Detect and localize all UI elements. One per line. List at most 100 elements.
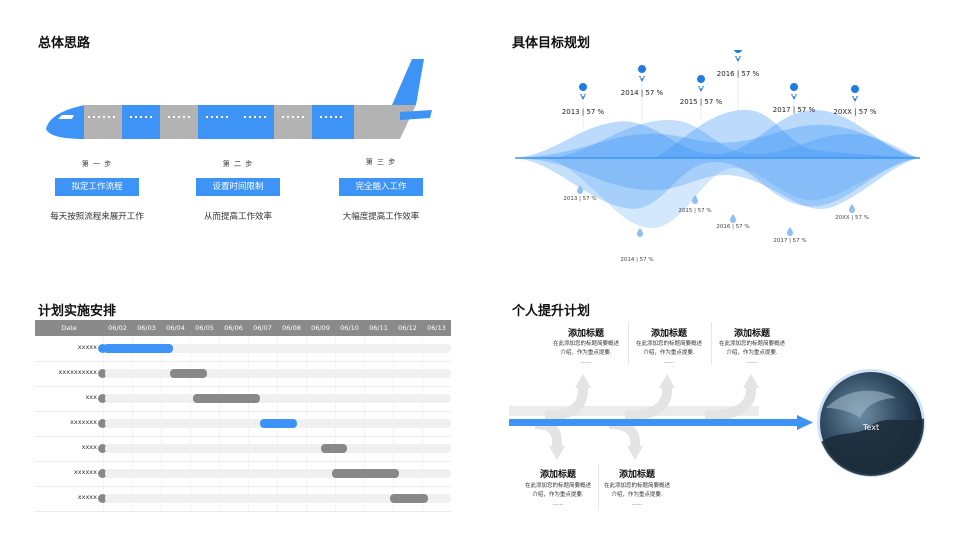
gantt-date-header: 06/13 bbox=[427, 324, 446, 332]
top-label-2014: 2014 | 57 % bbox=[620, 89, 664, 97]
desc-line: 在此添加您的标题简要概述 bbox=[718, 341, 785, 347]
gantt-row-label: xxx bbox=[85, 393, 97, 401]
top-label-2015: 2015 | 57 % bbox=[679, 98, 723, 106]
top-label-20xx: 20XX | 57 % bbox=[833, 108, 877, 116]
gantt-date-header: 06/12 bbox=[398, 324, 417, 332]
gantt-row-label: xxxxxx bbox=[73, 468, 97, 476]
desc-dots: …… bbox=[580, 359, 592, 365]
top-item-3-title: 添加标题 bbox=[733, 329, 770, 339]
desc-dots: …… bbox=[631, 501, 643, 507]
gantt-bar[interactable] bbox=[169, 368, 208, 378]
gantt-date-header: 06/07 bbox=[253, 324, 272, 332]
separator bbox=[598, 464, 599, 510]
gantt-bar[interactable] bbox=[259, 418, 298, 428]
step-1-button[interactable]: 拟定工作流程 bbox=[55, 178, 139, 196]
gantt-row-dot bbox=[98, 443, 107, 453]
step-2-desc: 从而提高工作效率 bbox=[203, 212, 272, 222]
gantt-date-header: 06/02 bbox=[108, 324, 127, 332]
top-label-2013: 2013 | 57 % bbox=[561, 108, 605, 116]
top-item-2-title: 添加标题 bbox=[650, 329, 687, 339]
ocean-wave-image bbox=[817, 369, 925, 477]
desc-dots: …… bbox=[552, 501, 564, 507]
gantt-row-divider bbox=[35, 461, 451, 462]
top-item-1-title: 添加标题 bbox=[567, 329, 604, 339]
gantt-row-divider bbox=[35, 436, 451, 437]
bottom-label-2016: 2016 | 57 % bbox=[716, 224, 750, 230]
gantt-row-label: xxxxx bbox=[77, 493, 97, 501]
gantt-date-header: 06/08 bbox=[282, 324, 301, 332]
gantt-bar[interactable] bbox=[192, 393, 260, 403]
gantt-bar[interactable] bbox=[103, 343, 173, 353]
gantt-bar[interactable] bbox=[320, 443, 347, 453]
desc-line: 介绍，作为重点提要. bbox=[532, 492, 584, 498]
arrow-head-icon bbox=[797, 415, 813, 430]
desc-line: 在此添加您的标题简要概述 bbox=[552, 341, 619, 347]
gantt-row-divider bbox=[35, 486, 451, 487]
goals-wave-chart bbox=[515, 50, 920, 237]
desc-line: 在此添加您的标题简要概述 bbox=[603, 483, 670, 489]
bottom-label-2017: 2017 | 57 % bbox=[773, 238, 807, 244]
desc-line: 介绍，作为重点提要. bbox=[643, 350, 695, 356]
gantt-header-date: Date bbox=[61, 324, 77, 332]
step-3-desc: 大幅度提高工作效率 bbox=[342, 212, 420, 222]
top-label-2016: 2016 | 57 % bbox=[716, 70, 760, 78]
gantt-bar[interactable] bbox=[332, 468, 399, 478]
separator bbox=[711, 322, 712, 364]
gantt-row-label: xxxxxxx bbox=[70, 418, 97, 426]
gantt-row-label: xxxx bbox=[81, 443, 97, 451]
bottom-label-2013: 2013 | 57 % bbox=[563, 196, 597, 202]
desc-dots: …… bbox=[663, 359, 675, 365]
top-item-3-desc: 在此添加您的标题简要概述 介绍，作为重点提要. …… bbox=[707, 340, 797, 367]
desc-line: 介绍，作为重点提要. bbox=[726, 350, 778, 356]
step-2-button[interactable]: 设置时间限制 bbox=[196, 178, 280, 196]
bottom-drop-icons bbox=[577, 185, 855, 237]
personal-title: 个人提升计划 bbox=[512, 304, 591, 319]
step-2-label: 第 二 步 bbox=[222, 160, 254, 168]
bottom-label-2015: 2015 | 57 % bbox=[678, 208, 712, 214]
gantt-row-divider bbox=[35, 511, 451, 512]
separator bbox=[628, 322, 629, 364]
gantt-date-header: 06/04 bbox=[166, 324, 185, 332]
gantt-row-dot bbox=[98, 468, 107, 478]
gantt-track bbox=[105, 393, 451, 403]
step-1-desc: 每天按照流程来展开工作 bbox=[50, 212, 144, 222]
desc-line: 介绍，作为重点提要. bbox=[611, 492, 663, 498]
gantt-row-label: xxxxx bbox=[77, 343, 97, 351]
step-1-label: 第 一 步 bbox=[81, 160, 113, 168]
top-label-2017: 2017 | 57 % bbox=[772, 106, 816, 114]
gantt-row-divider bbox=[35, 386, 451, 387]
gantt-row-dot bbox=[98, 343, 107, 353]
step-3-button[interactable]: 完全融入工作 bbox=[339, 178, 423, 196]
gantt-row-divider bbox=[35, 361, 451, 362]
gantt-date-header: 06/05 bbox=[195, 324, 214, 332]
gantt-row-dot bbox=[98, 368, 107, 378]
overall-title: 总体思路 bbox=[38, 36, 91, 51]
goals-title: 具体目标规划 bbox=[512, 36, 591, 51]
plan-title: 计划实施安排 bbox=[38, 304, 117, 319]
desc-line: 在此添加您的标题简要概述 bbox=[635, 341, 702, 347]
gantt-date-header: 06/06 bbox=[224, 324, 243, 332]
top-item-1-desc: 在此添加您的标题简要概述 介绍，作为重点提要. …… bbox=[541, 340, 631, 367]
desc-line: 介绍，作为重点提要. bbox=[560, 350, 612, 356]
gantt-row-dot bbox=[98, 493, 107, 503]
growth-arrows bbox=[509, 374, 813, 460]
gantt-row-label: xxxxxxxxxx bbox=[58, 368, 97, 376]
gantt-bar[interactable] bbox=[390, 493, 428, 503]
bottom-label-2014: 2014 | 57 % bbox=[620, 257, 654, 263]
top-item-2-desc: 在此添加您的标题简要概述 介绍，作为重点提要. …… bbox=[624, 340, 714, 367]
gantt-row-divider bbox=[35, 411, 451, 412]
gantt-date-header: 06/10 bbox=[340, 324, 359, 332]
gantt-track bbox=[105, 468, 451, 478]
gantt-track bbox=[105, 443, 451, 453]
bottom-item-1-title: 添加标题 bbox=[539, 470, 576, 480]
gantt-row-dot bbox=[98, 418, 107, 428]
desc-dots: …… bbox=[746, 359, 758, 365]
bottom-label-20xx: 20XX | 57 % bbox=[835, 215, 869, 221]
airplane-illustration bbox=[46, 59, 432, 139]
gantt-row-dot bbox=[98, 393, 107, 403]
bottom-item-2-desc: 在此添加您的标题简要概述 介绍，作为重点提要. …… bbox=[592, 482, 682, 509]
step-3-label: 第 三 步 bbox=[365, 158, 397, 166]
bottom-item-1-desc: 在此添加您的标题简要概述 介绍，作为重点提要. …… bbox=[513, 482, 603, 509]
